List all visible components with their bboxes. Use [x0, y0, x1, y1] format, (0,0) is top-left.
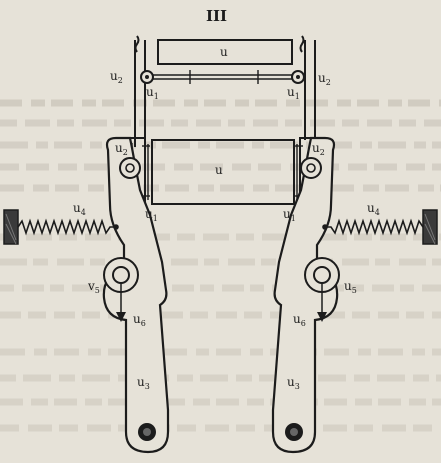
- label-u3-left: u3: [137, 375, 150, 391]
- left-lever: [102, 136, 170, 454]
- top-frame: [134, 35, 316, 147]
- top-pivot-left: [140, 70, 154, 84]
- label-u1-top-right: u1: [287, 85, 300, 101]
- label-u4-left: u4: [73, 201, 86, 217]
- left-wall-block: [3, 209, 19, 245]
- right-lever: [271, 136, 340, 454]
- label-u3-right: u3: [287, 375, 300, 391]
- right-wall-block: [422, 209, 438, 245]
- bleed-through-text: [0, 99, 441, 432]
- label-u2-top-left: u2: [110, 69, 123, 85]
- label-u4-right: u4: [367, 201, 380, 217]
- label-u6-right: u6: [293, 312, 306, 328]
- label-u5-left: v5: [87, 279, 100, 295]
- top-pivot-right: [291, 70, 305, 84]
- left-spring: [17, 218, 119, 236]
- label-u6-left: u6: [133, 312, 146, 328]
- label-u-mid: u: [215, 163, 223, 177]
- label-u2-mid-left: u2: [115, 141, 128, 157]
- label-u2-top-right: u2: [318, 71, 331, 87]
- right-spring: [322, 218, 424, 236]
- label-u2-mid-right: u2: [312, 141, 325, 157]
- figure-number: III: [206, 7, 227, 25]
- label-u1-top-left: u1: [146, 85, 159, 101]
- label-u1-mid-right: u1: [283, 207, 296, 223]
- label-u-top: u: [220, 45, 228, 59]
- label-u5-right: u5: [344, 279, 357, 295]
- label-u1-mid-left: u1: [145, 207, 158, 223]
